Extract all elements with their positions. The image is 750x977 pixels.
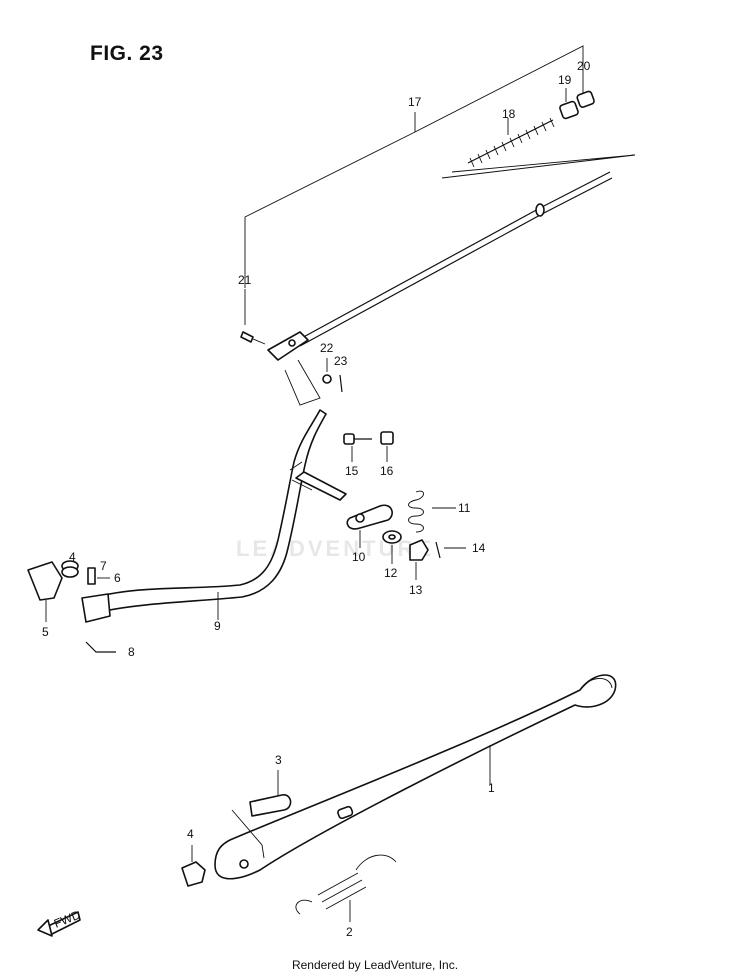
callout-4-lower: 4 xyxy=(187,827,194,841)
svg-text:FWD: FWD xyxy=(52,907,83,930)
callout-21: 21 xyxy=(238,273,252,287)
spring-2 xyxy=(295,854,397,922)
callout-7: 7 xyxy=(100,559,107,573)
callout-5: 5 xyxy=(42,625,49,639)
callout-6: 6 xyxy=(114,571,121,585)
side-stand-1 xyxy=(214,674,617,880)
brake-pedal-9 xyxy=(81,359,347,623)
cotter-pin-23 xyxy=(339,374,343,393)
plate-10 xyxy=(346,504,393,548)
callout-20: 20 xyxy=(577,59,591,73)
callout-4-upper: 4 xyxy=(69,550,76,564)
callout-8: 8 xyxy=(128,645,135,659)
pin-8 xyxy=(85,641,116,653)
callout-13: 13 xyxy=(409,583,423,597)
nut-13 xyxy=(409,539,429,580)
callout-22: 22 xyxy=(320,341,334,355)
callout-2: 2 xyxy=(346,925,353,939)
spring-11 xyxy=(408,490,456,533)
stand-stopper xyxy=(337,805,354,820)
callout-17: 17 xyxy=(408,95,422,109)
bolt-15 xyxy=(343,433,372,462)
bolt-21 xyxy=(240,289,266,345)
clevis xyxy=(267,331,309,361)
callout-labels: 1 2 3 4 4 5 6 7 8 9 10 11 12 13 14 15 16… xyxy=(42,59,591,939)
callout-23: 23 xyxy=(334,354,348,368)
nut-16 xyxy=(380,431,394,462)
figure-title: FIG. 23 xyxy=(90,42,164,65)
footer-credit: Rendered by LeadVenture, Inc. xyxy=(291,958,459,972)
nut-19 xyxy=(559,88,579,120)
callout-15: 15 xyxy=(345,464,359,478)
callout-10: 10 xyxy=(352,550,366,564)
bracket-5 xyxy=(27,561,63,622)
callout-12: 12 xyxy=(384,566,398,580)
brake-rod xyxy=(297,154,636,347)
callout-9: 9 xyxy=(214,619,221,633)
nut-4-lower xyxy=(181,845,206,887)
nut-20 xyxy=(576,90,595,108)
bolt-6 xyxy=(87,567,110,585)
fwd-arrow-icon: FWD xyxy=(37,907,83,937)
callout-14: 14 xyxy=(472,541,486,555)
pivot-bolt-3 xyxy=(249,770,292,817)
callout-11: 11 xyxy=(458,501,471,515)
callout-16: 16 xyxy=(380,464,394,478)
washer-12 xyxy=(382,530,402,564)
callout-3: 3 xyxy=(275,753,282,767)
washer-22 xyxy=(322,358,332,384)
pin-14 xyxy=(435,541,466,559)
spring-18 xyxy=(467,117,555,168)
callout-18: 18 xyxy=(502,107,516,121)
callout-19: 19 xyxy=(558,73,572,87)
spring-4-upper xyxy=(61,560,79,578)
callout-1: 1 xyxy=(488,781,495,795)
